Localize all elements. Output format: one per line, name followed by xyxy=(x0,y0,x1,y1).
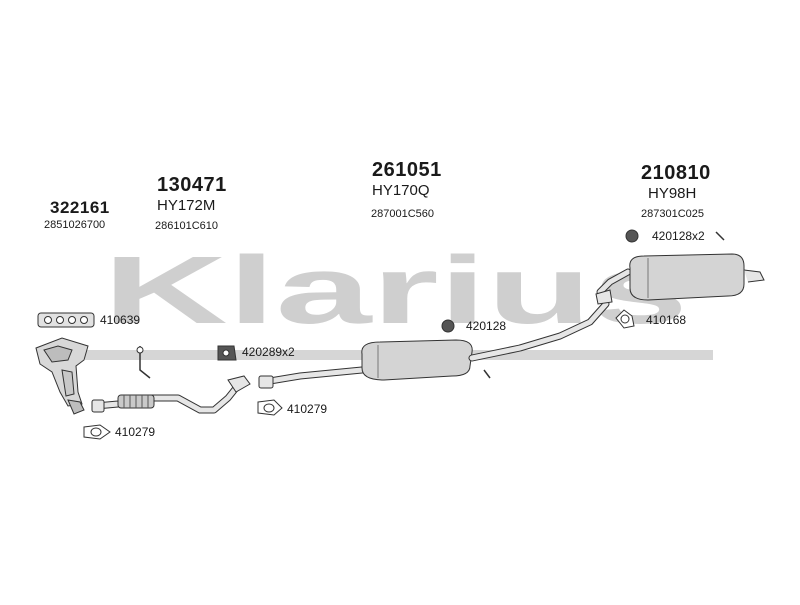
oem-code-322161: 2851026700 xyxy=(44,219,106,231)
part-label-410279-left: 410279 xyxy=(115,425,156,439)
oem-code-210810: 287301C025 xyxy=(641,208,705,220)
manifold-gasket-shape xyxy=(37,312,95,328)
part-label-410279-middle: 410279 xyxy=(287,402,328,416)
part-number-130471: 130471 xyxy=(157,174,227,196)
oem-code-261051: 287001C560 xyxy=(371,208,435,220)
part-label-410168: 410168 xyxy=(646,313,687,327)
hanger-420289-shape xyxy=(217,345,237,361)
watermark-text: Klarius xyxy=(103,237,688,344)
gasket-410168-shape xyxy=(615,309,635,329)
oem-code-130471: 286101C610 xyxy=(155,220,219,232)
part-label-420289: 420289x2 xyxy=(242,345,295,359)
catalytic-manifold-shape xyxy=(35,337,89,415)
rear-silencer-shape xyxy=(595,229,765,305)
part-number-322161: 322161 xyxy=(50,198,110,217)
gasket-410279-left-shape xyxy=(83,424,111,440)
part-number-261051: 261051 xyxy=(372,159,442,181)
gasket-410279-middle-shape xyxy=(257,399,283,416)
middle-silencer-shape xyxy=(258,300,610,389)
part-number-210810: 210810 xyxy=(641,162,711,184)
model-code-210810: HY98H xyxy=(648,185,697,202)
front-pipe-shape xyxy=(91,346,251,414)
model-code-261051: HY170Q xyxy=(372,182,430,199)
model-code-130471: HY172M xyxy=(157,197,216,214)
part-label-420128: 420128 xyxy=(466,319,507,333)
part-label-420128x2: 420128x2 xyxy=(652,229,705,243)
part-label-410639: 410639 xyxy=(100,313,141,327)
